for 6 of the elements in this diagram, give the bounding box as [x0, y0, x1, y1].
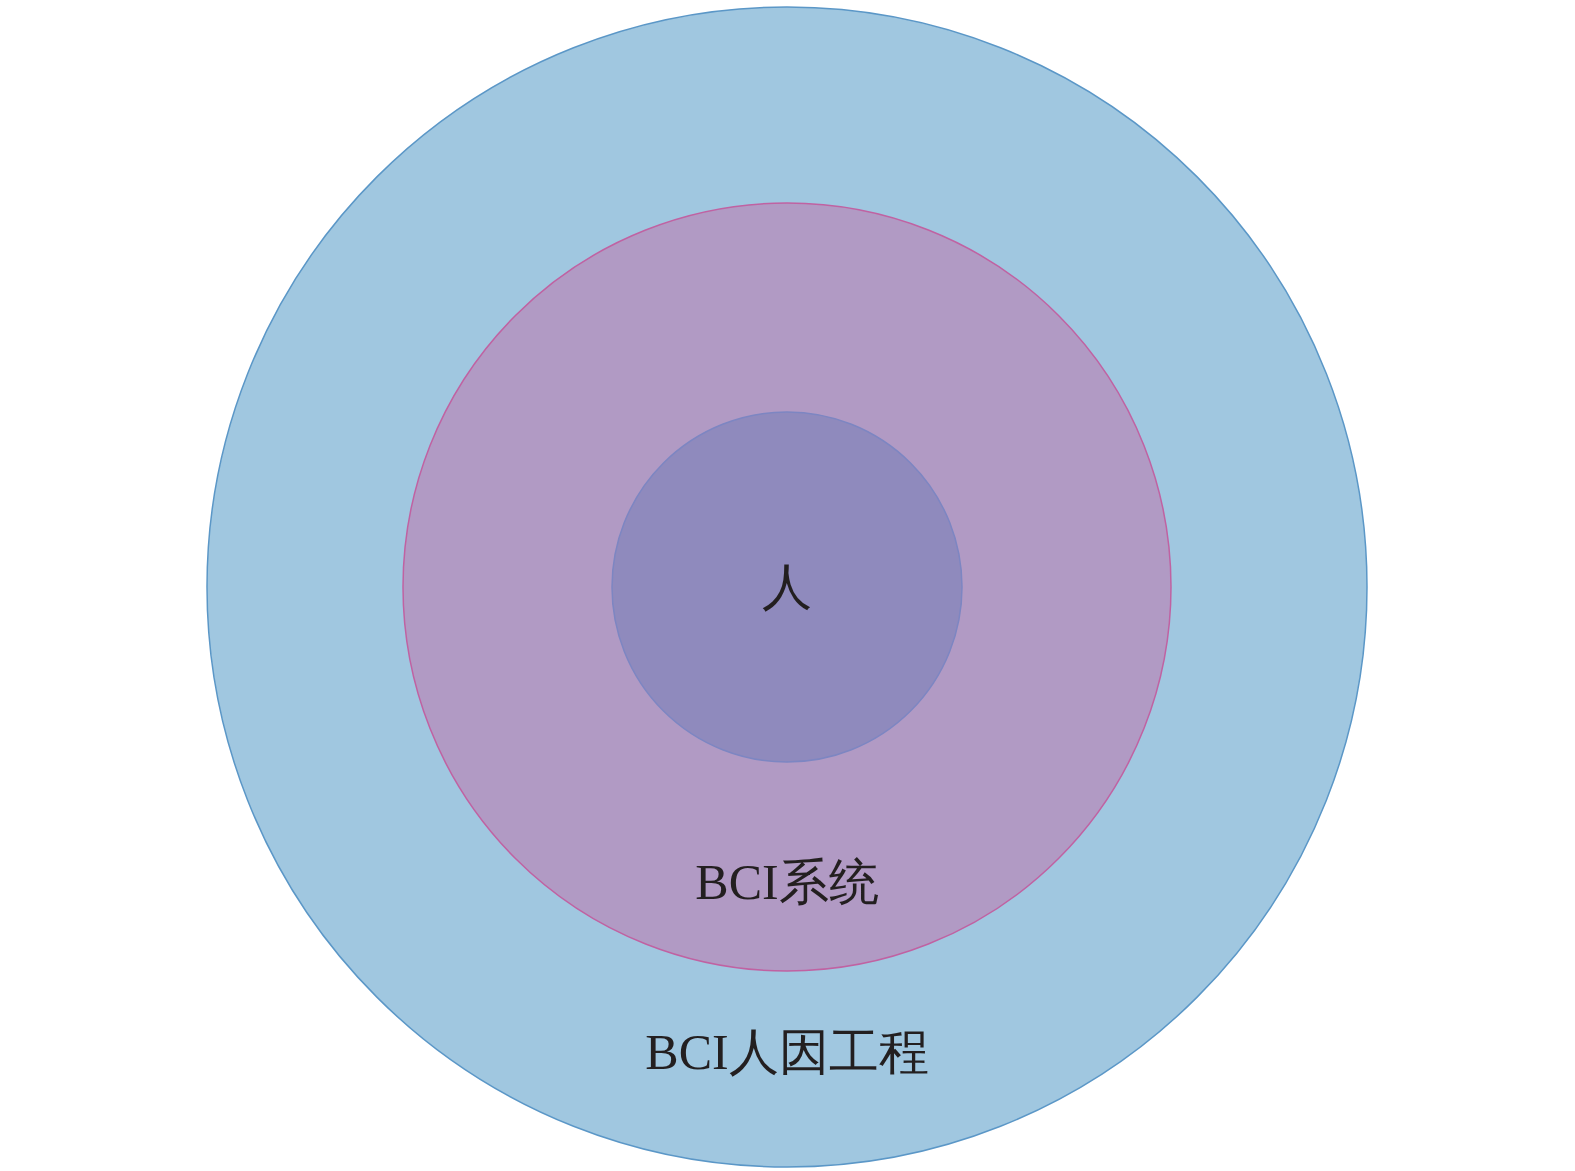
inner-circle — [611, 411, 963, 763]
middle-circle — [402, 202, 1172, 972]
circle-label: 人 — [761, 562, 813, 612]
outer-circle — [206, 6, 1368, 1168]
circle-label: BCI系统 — [694, 857, 880, 907]
circle-label: BCI人因工程 — [644, 1027, 930, 1077]
